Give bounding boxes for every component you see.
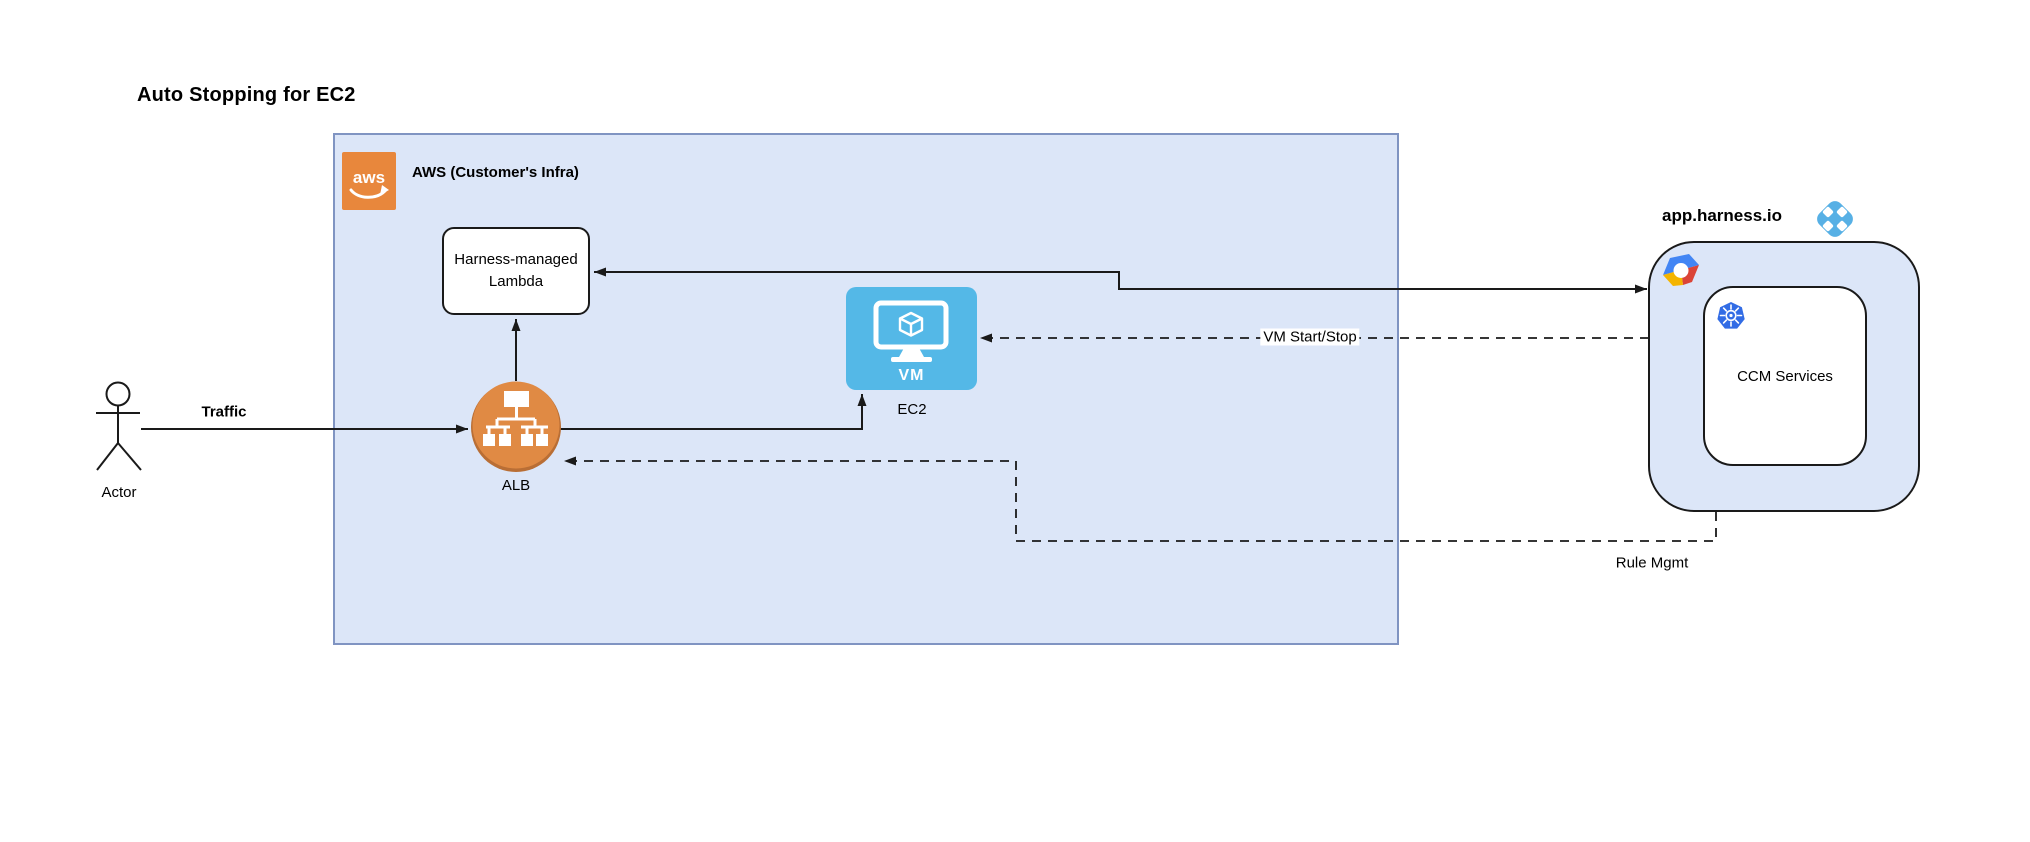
edge-alb-to-ec2[interactable] xyxy=(560,394,867,430)
rule-mgmt-edge-label: Rule Mgmt xyxy=(1615,554,1689,572)
google-cloud-icon xyxy=(1663,254,1699,286)
alb-node[interactable] xyxy=(469,380,563,474)
aws-logo-icon: aws xyxy=(342,152,396,210)
lambda-label-line1: Harness-managed xyxy=(454,251,578,269)
harness-logo-icon xyxy=(1817,201,1853,237)
traffic-edge-label: Traffic xyxy=(201,403,247,421)
aws-group-label: AWS (Customer's Infra) xyxy=(412,164,579,181)
alb-label: ALB xyxy=(501,477,531,494)
actor-node[interactable] xyxy=(90,378,150,474)
page-title: Auto Stopping for EC2 xyxy=(137,84,356,106)
ec2-label: EC2 xyxy=(897,401,927,418)
kubernetes-icon xyxy=(1717,302,1745,329)
edge-rule-mgmt[interactable] xyxy=(564,456,1717,542)
lambda-label-line2: Lambda xyxy=(488,273,544,290)
lambda-node[interactable]: Harness-managed Lambda xyxy=(442,227,590,315)
vm-start-stop-edge-label: VM Start/Stop xyxy=(1260,328,1360,346)
vm-label: VM xyxy=(898,367,925,384)
vm-monitor-icon xyxy=(873,300,949,362)
actor-label: Actor xyxy=(101,484,137,501)
load-balancer-icon xyxy=(483,391,548,446)
ccm-services-label: CCM Services xyxy=(1737,367,1833,385)
ec2-node[interactable]: VM xyxy=(846,287,977,390)
actor-stick-figure-icon xyxy=(96,381,142,471)
edge-lambda-harness[interactable] xyxy=(594,267,1647,294)
harness-url-label: app.harness.io xyxy=(1662,206,1782,225)
aws-logo-text: aws xyxy=(353,168,385,187)
